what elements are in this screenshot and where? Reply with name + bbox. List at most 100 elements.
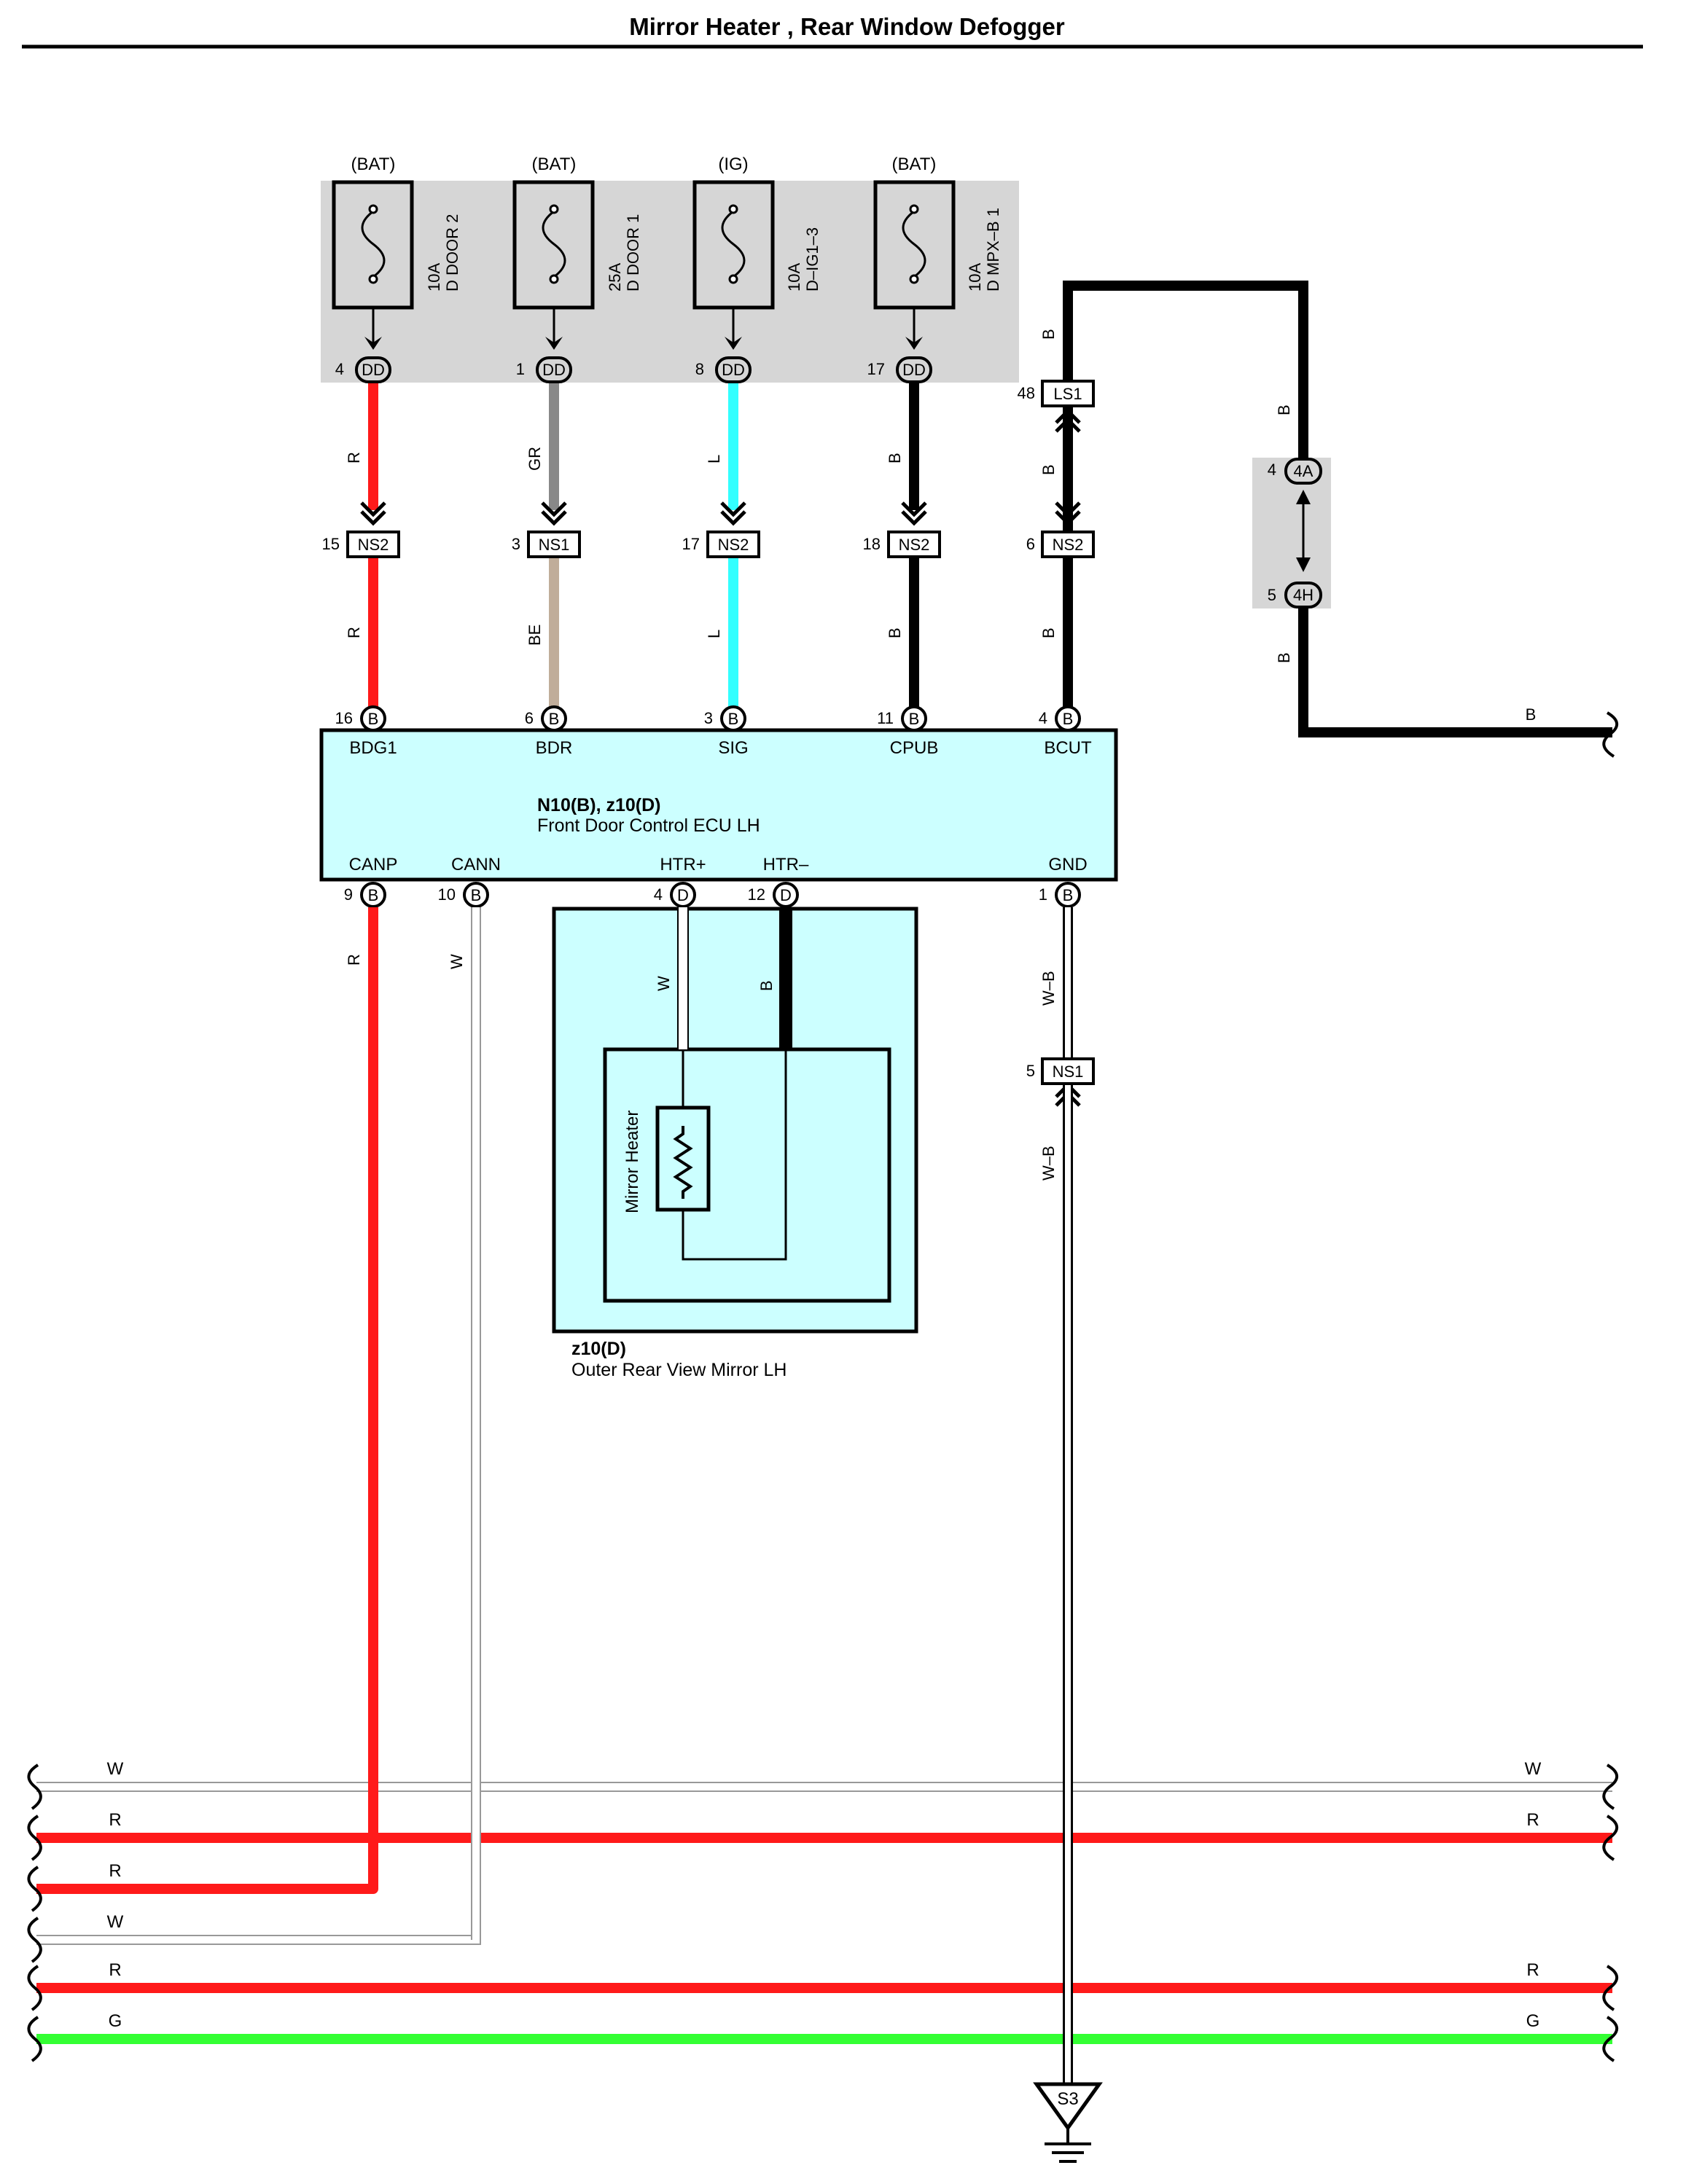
wire-break-icon (1602, 711, 1619, 758)
pin-number: 6 (1026, 535, 1035, 553)
svg-text:NS1: NS1 (1053, 1062, 1084, 1081)
pin-number: 8 (695, 360, 704, 378)
svg-text:B: B (728, 710, 739, 728)
ecu-code: N10(B), z10(D) (537, 795, 660, 815)
svg-text:B: B (368, 710, 379, 728)
mirror-name: Outer Rear View Mirror LH (571, 1360, 786, 1380)
svg-text:10: 10 (438, 885, 456, 904)
pin-number: 4 (1268, 461, 1276, 479)
wire-color-label: W (655, 976, 673, 991)
fuse-supply: (BAT) (351, 154, 396, 174)
fuse-terminal (909, 274, 919, 284)
wire-color-label: B (757, 980, 776, 991)
pin-number: 17 (682, 535, 700, 553)
fuse-supply: (IG) (718, 154, 748, 174)
ecu-bottom-pins: CANP 9 B CANN 10 B HTR+ 4 D HTR– 12 D GN… (344, 855, 1088, 908)
connector-code: NS1 (539, 536, 570, 554)
fuse-name: D DOOR 1 (624, 214, 642, 291)
pin-number: 4 (335, 360, 344, 378)
wire-color-label: BE (526, 625, 544, 646)
lower-wire-labels: R W W–B W–B (345, 954, 1058, 1181)
connector-pill (355, 356, 391, 383)
svg-text:W: W (1525, 1759, 1542, 1779)
svg-text:R: R (109, 1960, 121, 1980)
ground-connector: 5 NS1 (1026, 1057, 1095, 1085)
terminal-label: BCUT (1044, 738, 1092, 758)
pin-number: 48 (1018, 384, 1035, 402)
svg-text:W: W (448, 954, 466, 969)
fuse-terminal (368, 274, 378, 284)
svg-text:D: D (677, 886, 689, 904)
fuse-1: (BAT) 10A D DOOR 2 (332, 154, 461, 310)
fuse-element-icon (902, 210, 926, 278)
arrow-down-icon (364, 337, 382, 350)
box-connectors: 15 NS2 3 NS1 17 NS2 18 NS2 48 LS1 6 NS2 (322, 380, 1095, 558)
svg-text:4: 4 (1039, 709, 1047, 727)
fuse-body (692, 180, 775, 310)
fuse-terminal (728, 274, 738, 284)
wire-color-label: B (1039, 329, 1058, 340)
svg-text:12: 12 (748, 885, 765, 904)
svg-text:W–B: W–B (1039, 971, 1058, 1006)
connector-code: DD (902, 361, 926, 379)
junction-connectors: 4 4A 5 4H (1268, 458, 1322, 608)
fuse-2: (BAT) 25A D DOOR 1 (512, 154, 642, 310)
pin-number: 3 (512, 535, 520, 553)
fuse-element-icon (721, 210, 746, 278)
chevron-down-icon (901, 501, 927, 526)
ecu-top-pins: 16 B BDG1 6 B BDR 3 B SIG 11 B CPUB 4 B … (335, 705, 1092, 758)
connector-code: DD (722, 361, 745, 379)
fuse-name: D MPX–B 1 (984, 208, 1002, 291)
connector-code: 4A (1294, 462, 1314, 480)
fuse-name: D DOOR 2 (443, 214, 461, 291)
bus-labels: W W R R R W R R G G (107, 1759, 1542, 2031)
page-title: Mirror Heater , Rear Window Defogger (629, 13, 1065, 40)
connector-code: DD (362, 361, 385, 379)
terminal-label: BDR (536, 738, 573, 758)
arrow-down-icon (905, 337, 923, 350)
fuse-supply: (BAT) (532, 154, 577, 174)
svg-text:5: 5 (1026, 1062, 1035, 1080)
fuse-element-icon (542, 210, 566, 278)
fuse-3: (IG) 10A D–IG1–3 (692, 154, 821, 310)
fuse-terminal (549, 274, 559, 284)
wire-color-label: L (705, 455, 723, 463)
mirror-code: z10(D) (571, 1339, 626, 1359)
connector-code: NS2 (358, 536, 389, 554)
svg-text:G: G (1526, 2011, 1540, 2031)
terminal-label: HTR+ (660, 855, 706, 874)
wire-color-label: B (886, 453, 904, 463)
ground-point-label: S3 (1057, 2089, 1078, 2109)
wire-color-label: B (886, 627, 904, 638)
connector-pill (536, 356, 572, 383)
fuse-rating: 10A (425, 263, 443, 291)
arrow-down-icon (725, 337, 742, 350)
ecu-name: Front Door Control ECU LH (537, 815, 760, 836)
arrow-down-icon (1296, 557, 1311, 572)
svg-text:3: 3 (704, 709, 713, 727)
fuse-terminal (909, 204, 919, 214)
fuse-4: (BAT) 10A D MPX–B 1 (873, 154, 1002, 310)
pin-number: 1 (516, 360, 525, 378)
connector-pill (896, 356, 932, 383)
svg-text:4: 4 (654, 885, 663, 904)
wire-color-labels: R R GR BE L L B B B B B B B B (345, 329, 1536, 724)
dd-connectors: 4 DD 1 DD 8 DD 17 DD (335, 356, 932, 383)
connector-code: NS2 (1053, 536, 1084, 554)
pin-number: 18 (863, 535, 881, 553)
wire-break-icons (27, 1764, 1619, 2062)
svg-text:11: 11 (877, 709, 894, 727)
ecu-box (319, 728, 1118, 882)
svg-text:G: G (109, 2011, 122, 2031)
fuse-element-icon (361, 210, 386, 278)
connector-code: NS2 (899, 536, 930, 554)
svg-text:B: B (1063, 886, 1074, 904)
wire-color-label: R (345, 627, 363, 638)
wire-color-label: B (1275, 404, 1293, 415)
svg-text:1: 1 (1039, 885, 1047, 904)
svg-text:B: B (471, 886, 482, 904)
heater-label: Mirror Heater (622, 1111, 642, 1213)
terminal-label: CPUB (890, 738, 939, 758)
fuse-terminal (728, 204, 738, 214)
